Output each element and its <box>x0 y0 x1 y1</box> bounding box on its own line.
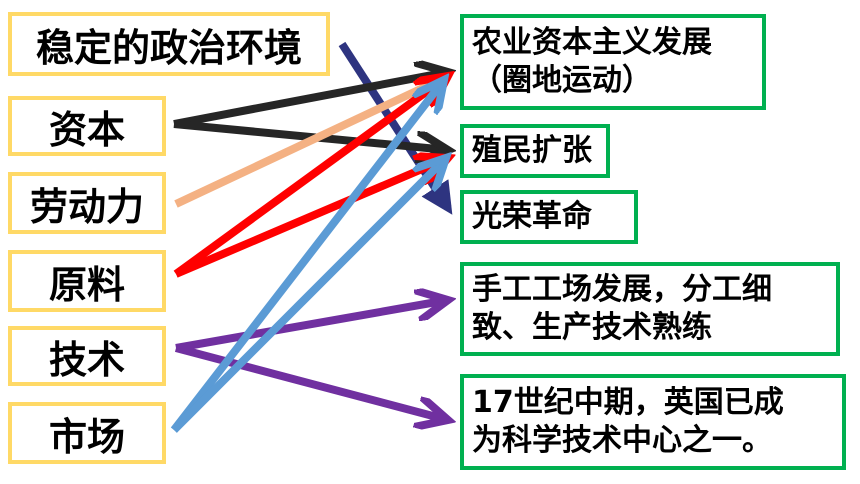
source-technology-label: 技术 <box>48 337 125 382</box>
arrow-labor-to-agri <box>174 74 446 208</box>
arrow-market-to-colonial <box>171 158 446 433</box>
source-capital: 资本 <box>8 96 166 156</box>
result-science-center: 17世纪中期，英国已成 为科学技术中心之一。 <box>460 374 846 470</box>
result-science-line2: 为科学技术中心之一。 <box>472 423 772 458</box>
source-labor-label: 劳动力 <box>29 184 144 229</box>
result-glorious-label: 光荣革命 <box>472 199 592 234</box>
arrow-tech-to-workshop <box>175 300 448 352</box>
result-workshop-line2: 致、生产技术熟练 <box>472 310 712 345</box>
result-glorious-revolution: 光荣革命 <box>460 190 638 244</box>
arrow-raw-to-agri <box>173 76 448 278</box>
result-agri-capitalism: 农业资本主义发展 （圈地运动） <box>460 14 766 110</box>
result-agri-line1: 农业资本主义发展 <box>472 25 712 60</box>
result-workshop-line1: 手工工场发展，分工细 <box>472 272 772 307</box>
result-science-line1: 17世纪中期，英国已成 <box>472 385 784 420</box>
source-stable-politics: 稳定的政治环境 <box>8 12 330 76</box>
result-agri-line2: （圈地运动） <box>472 63 652 98</box>
source-stable-politics-label: 稳定的政治环境 <box>35 25 302 70</box>
source-market-label: 市场 <box>48 414 125 459</box>
source-raw-materials: 原料 <box>8 250 166 312</box>
source-capital-label: 资本 <box>48 107 125 152</box>
arrow-tech-to-science <box>174 344 448 420</box>
source-technology: 技术 <box>8 326 166 386</box>
arrow-capital-to-agri <box>173 72 448 128</box>
result-workshop: 手工工场发展，分工细 致、生产技术熟练 <box>460 262 840 356</box>
arrow-market-to-agri <box>170 80 444 433</box>
result-colonial-expansion: 殖民扩张 <box>460 124 610 178</box>
source-labor: 劳动力 <box>8 172 166 234</box>
source-market: 市场 <box>8 402 166 464</box>
source-raw-materials-label: 原料 <box>48 262 125 307</box>
result-colonial-label: 殖民扩张 <box>472 133 592 168</box>
arrow-raw-to-colonial <box>174 158 448 278</box>
